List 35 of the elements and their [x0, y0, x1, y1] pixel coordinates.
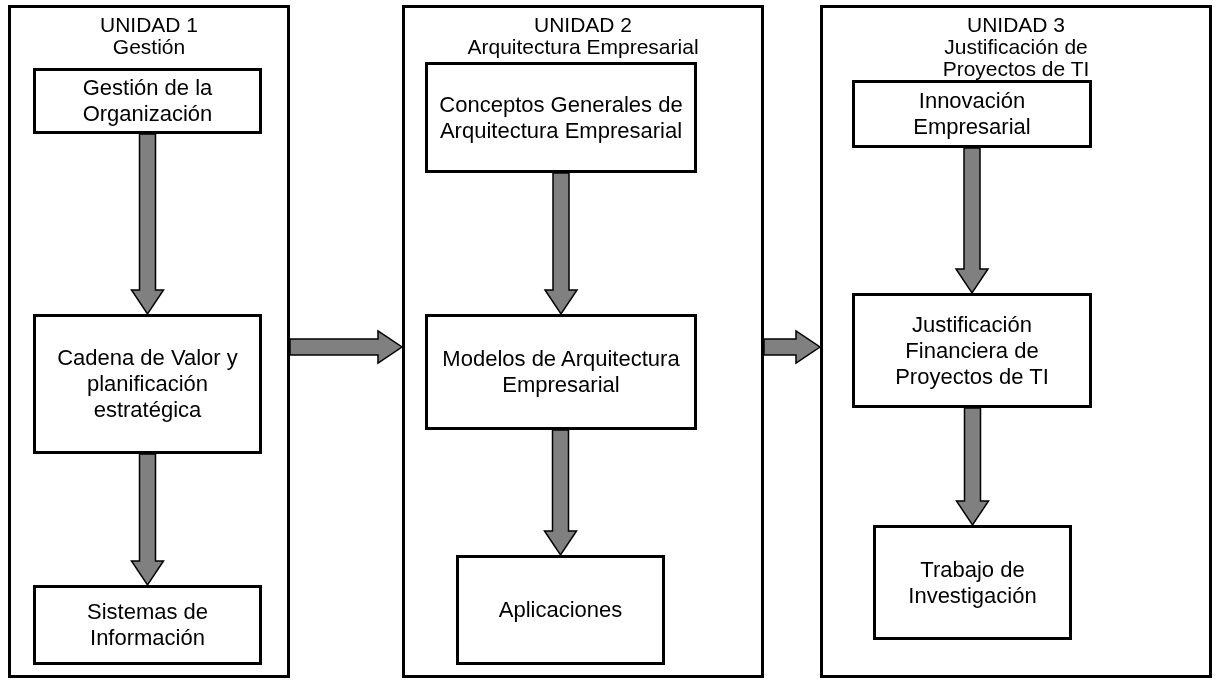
topic-box: [852, 80, 1092, 148]
unit-heading: Gestión: [112, 36, 186, 58]
topic-text: Modelos de Arquitectura Empresarial: [441, 346, 681, 398]
block-arrow: [289, 329, 404, 365]
topic-box: [33, 585, 262, 665]
block-arrow: [543, 172, 579, 316]
unit-heading: UNIDAD 1: [100, 14, 198, 36]
unit-heading: Arquitectura Empresarial: [467, 36, 699, 58]
topic-box: [33, 68, 262, 134]
topic-text: Conceptos Generales de Arquitectura Empresarial: [438, 91, 684, 144]
block-arrow: [954, 147, 990, 295]
block-arrow: [130, 453, 165, 587]
topic-box: [33, 314, 262, 454]
unit-panel: [402, 5, 764, 678]
topic-box: [852, 293, 1092, 408]
topic-text: Justificación Financiera de Proyectos de TI: [894, 311, 1050, 390]
unit-heading: UNIDAD 2: [534, 14, 632, 36]
unit-panel: [8, 5, 290, 678]
topic-text: Gestión de la Organización: [81, 75, 214, 127]
topic-text: Cadena de Valor y planificación estratégica: [56, 345, 239, 423]
block-arrow: [543, 429, 578, 557]
topic-box: [425, 314, 697, 430]
block-arrow: [763, 329, 822, 365]
unit-panel: [820, 5, 1212, 678]
topic-text: Innovación Empresarial: [912, 88, 1032, 140]
topic-text: Sistemas de Información: [85, 599, 210, 651]
unit-heading: Justificación de Proyectos de TI: [941, 36, 1091, 80]
topic-text: Aplicaciones: [497, 597, 624, 623]
topic-box: [456, 555, 665, 665]
block-arrow: [130, 133, 165, 316]
topic-text: Trabajo de Investigación: [907, 556, 1038, 609]
unit-heading: UNIDAD 3: [967, 14, 1065, 36]
topic-box: [425, 62, 697, 173]
block-arrow: [955, 407, 990, 527]
topic-box: [873, 525, 1072, 640]
